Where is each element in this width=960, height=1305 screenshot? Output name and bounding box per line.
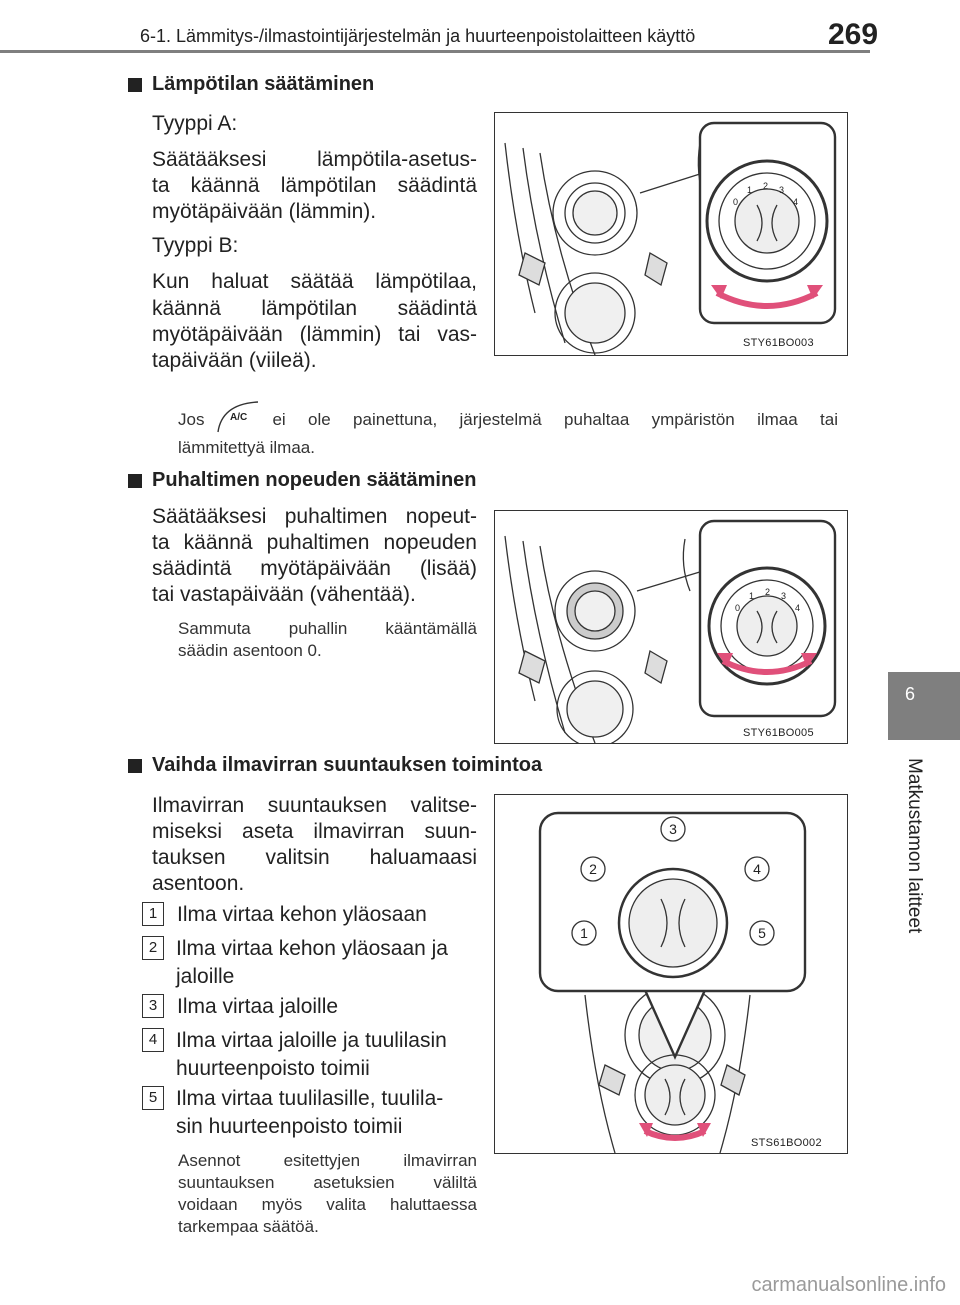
section-heading-fan-speed: Puhaltimen nopeuden säätäminen <box>128 469 477 492</box>
svg-text:0: 0 <box>735 603 740 613</box>
fan-text-2: ta käännä puhaltimen nopeuden <box>152 531 477 554</box>
section-heading-text: Puhaltimen nopeuden säätäminen <box>152 469 477 491</box>
airflow-illustration: 3 2 4 1 5 <box>538 811 807 1153</box>
type-b-text-1: Kun haluat säätää lämpötilaa, <box>152 270 477 293</box>
airflow-text-3: tauksen valitsin haluamaasi <box>152 846 477 869</box>
airflow-note-3: voidaan myös valita haluttaessa <box>178 1195 477 1214</box>
ac-button-icon: A/C <box>214 400 262 440</box>
callout-1: 1 <box>580 925 588 941</box>
callout-4: 4 <box>753 861 761 877</box>
type-a-text-3: myötäpäivään (lämmin). <box>152 200 377 223</box>
svg-text:1: 1 <box>749 591 754 601</box>
ac-note-line2: lämmitettyä ilmaa. <box>178 438 315 457</box>
ac-note-after: ei ole painettuna, järjestelmä puhaltaa … <box>272 410 838 429</box>
list-item: 5 Ilma virtaa tuulilasille, tuulila- sin… <box>142 1085 477 1141</box>
type-a-label: Tyyppi A: <box>152 112 238 135</box>
figure-code: STS61BO002 <box>751 1137 822 1149</box>
figure-code: STY61BO003 <box>743 337 814 349</box>
type-b-text-3: myötäpäivään (lämmin) tai vas- <box>152 323 477 346</box>
chapter-tab <box>888 672 960 740</box>
bullet-square <box>128 758 142 773</box>
footer-watermark: carmanualsonline.info <box>751 1274 946 1296</box>
svg-text:2: 2 <box>763 181 768 191</box>
section-heading-temperature: Lämpötilan säätäminen <box>128 73 374 96</box>
rotate-arrow <box>715 290 819 309</box>
rotate-arrow <box>643 1128 707 1141</box>
header-title: 6-1. Lämmitys-/ilmastointijärjestelmän j… <box>140 26 696 46</box>
type-b-text-4: tapäivään (viileä). <box>152 349 317 372</box>
dial-mark: 0 <box>733 197 738 207</box>
svg-text:A/C: A/C <box>230 412 247 423</box>
svg-text:3: 3 <box>779 185 784 195</box>
callout-5: 5 <box>758 925 766 941</box>
rotate-arrow <box>721 658 813 675</box>
list-item: 3 Ilma virtaa jaloille <box>142 993 477 1021</box>
type-a-text-1: Säätääksesi lämpötila-asetus- <box>152 148 477 171</box>
fan-note-1: Sammuta puhallin kääntämällä <box>178 619 477 638</box>
airflow-text-1: Ilmavirran suuntauksen valitse- <box>152 794 477 817</box>
svg-text:2: 2 <box>765 587 770 597</box>
bullet-square <box>128 473 142 488</box>
page-number: 269 <box>828 18 879 51</box>
chapter-label: Matkustamon laitteet <box>904 758 925 934</box>
item-text-line2: jaloille <box>176 965 235 988</box>
arrow-heads <box>711 285 823 299</box>
ac-note: Jos A/C ei ole painettuna, järjestelmä p… <box>178 400 838 440</box>
svg-text:4: 4 <box>793 197 798 207</box>
ac-note-before: Jos <box>178 410 205 429</box>
bullet-square <box>128 77 142 92</box>
figure-temperature-dial: 0 1 2 3 4 STY61BO003 <box>494 112 848 356</box>
airflow-note-2: suuntauksen asetuksien väliltä <box>178 1173 477 1192</box>
svg-text:1: 1 <box>747 185 752 195</box>
item-text-line2: huurteenpoisto toimii <box>176 1057 370 1080</box>
airflow-text-2: miseksi aseta ilmavirran suun- <box>152 820 477 843</box>
item-text: Ilma virtaa jaloille <box>177 995 339 1018</box>
list-item: 1 Ilma virtaa kehon yläosaan <box>142 901 477 929</box>
fan-text-1: Säätääksesi puhaltimen nopeut- <box>152 505 477 528</box>
type-a-text-2: ta käännä lämpötilan säädintä <box>152 174 477 197</box>
list-item: 4 Ilma virtaa jaloille ja tuulilasin huu… <box>142 1027 477 1083</box>
callout-3: 3 <box>669 821 677 837</box>
fan-text-4: tai vastapäivään (vähentää). <box>152 583 416 606</box>
item-number: 2 <box>142 936 164 960</box>
header-rule <box>0 50 870 53</box>
item-text: Ilma virtaa tuulilasille, tuulila- <box>176 1087 444 1110</box>
callout-2: 2 <box>589 861 597 877</box>
item-number: 4 <box>142 1028 164 1052</box>
figure-fan-dial: 0 1 2 3 4 STY61BO005 <box>494 510 848 744</box>
item-text: Ilma virtaa kehon yläosaan <box>177 903 427 926</box>
figure-code: STY61BO005 <box>743 727 814 739</box>
item-text-line2: sin huurteenpoisto toimii <box>176 1115 403 1138</box>
section-heading-text: Lämpötilan säätäminen <box>152 73 375 95</box>
item-text: Ilma virtaa kehon yläosaan ja <box>176 937 448 960</box>
dashboard-illustration: 0 1 2 3 4 <box>504 519 837 743</box>
fan-note-2: säädin asentoon 0. <box>178 641 322 660</box>
airflow-note-4: tarkempaa säätöä. <box>178 1217 319 1236</box>
item-text: Ilma virtaa jaloille ja tuulilasin <box>176 1029 447 1052</box>
type-b-text-2: käännä lämpötilan säädintä <box>152 297 477 320</box>
type-b-label: Tyyppi B: <box>152 234 239 257</box>
airflow-note-1: Asennot esitettyjen ilmavirran <box>178 1151 477 1170</box>
item-number: 3 <box>142 994 164 1018</box>
fan-text-3: säädintä myötäpäivään (lisää) <box>152 557 477 580</box>
list-item: 2 Ilma virtaa kehon yläosaan ja jaloille <box>142 935 477 991</box>
item-number: 5 <box>142 1086 164 1110</box>
dashboard-illustration: 0 1 2 3 4 <box>504 121 837 355</box>
arrow-heads <box>717 653 817 667</box>
section-heading-airflow: Vaihda ilmavirran suuntauksen toimintoa <box>128 754 542 777</box>
chapter-number: 6 <box>904 684 915 704</box>
svg-text:4: 4 <box>795 603 800 613</box>
item-number: 1 <box>142 902 164 926</box>
airflow-text-4: asentoon. <box>152 872 245 895</box>
arrow-heads <box>639 1123 711 1137</box>
section-heading-text: Vaihda ilmavirran suuntauksen toimintoa <box>152 754 543 776</box>
svg-text:3: 3 <box>781 591 786 601</box>
figure-airflow-dial: 3 2 4 1 5 STS61BO002 <box>494 794 848 1154</box>
